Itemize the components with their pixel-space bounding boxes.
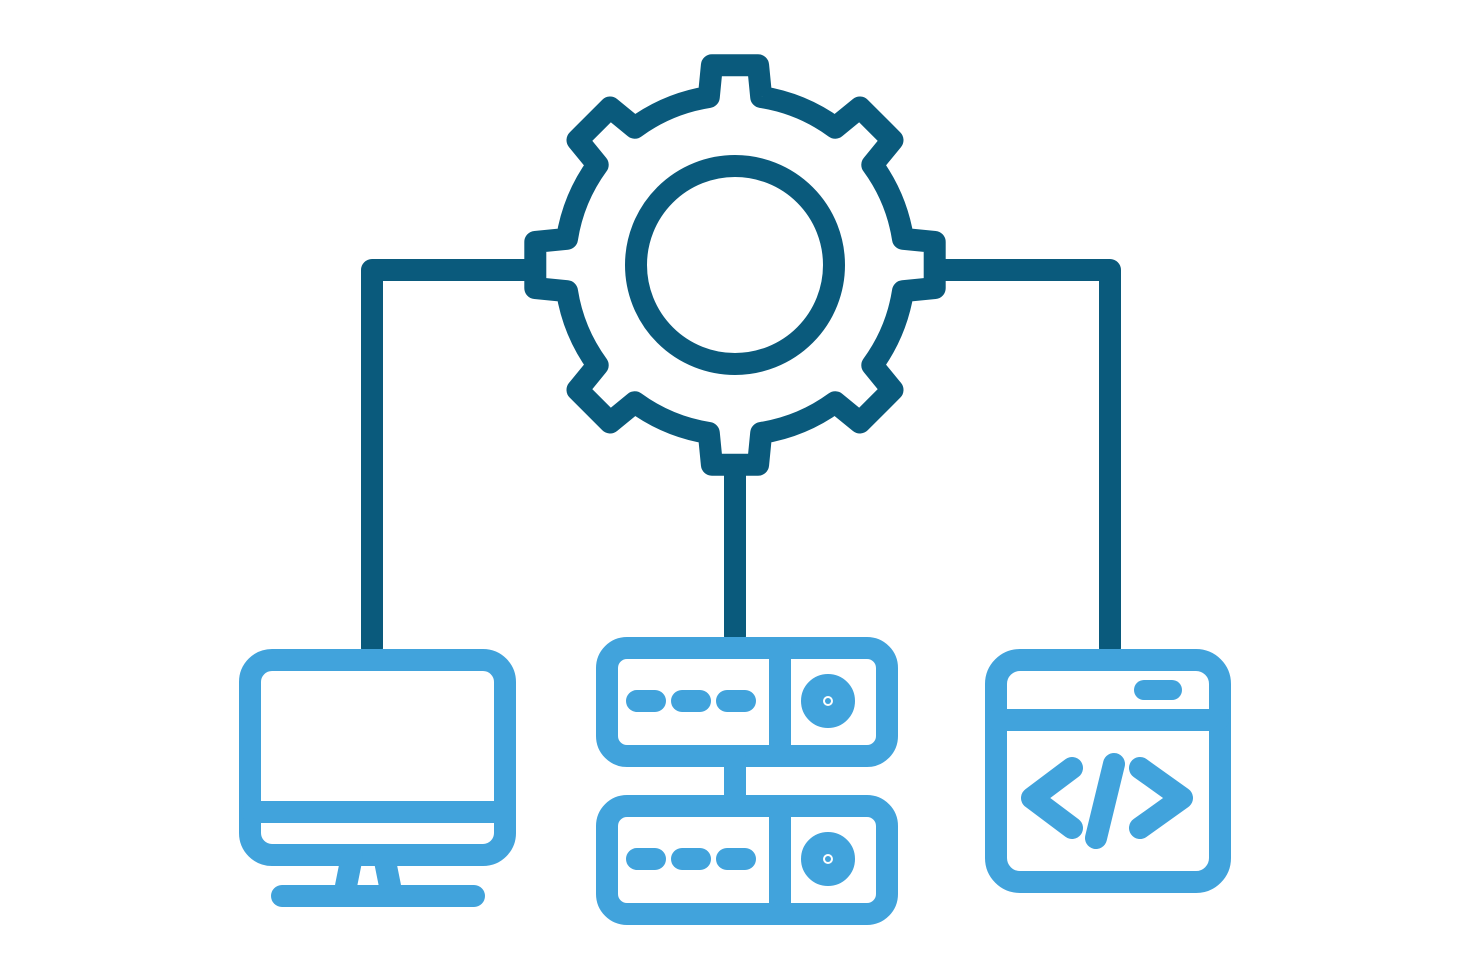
- gear-icon: [524, 54, 946, 476]
- connectors: [361, 259, 1121, 659]
- server-bottom-indicator-3: [716, 848, 756, 870]
- monitor-icon: [239, 649, 516, 907]
- gear-outline: [524, 54, 946, 476]
- code-window-button: [1134, 680, 1182, 700]
- gear-center-ring: [625, 155, 845, 375]
- server-bottom-indicator-1: [626, 848, 666, 870]
- code-slash: [1085, 753, 1125, 849]
- server-top-indicator-2: [671, 690, 711, 712]
- server-bottom-indicator-2: [671, 848, 711, 870]
- code-window-icon: [985, 649, 1231, 893]
- server-top-disk: [801, 674, 855, 728]
- server-unit-bottom: [596, 795, 898, 925]
- server-top-indicator-3: [716, 690, 756, 712]
- connector-left: [361, 259, 541, 659]
- server-top-indicator-1: [626, 690, 666, 712]
- server-top-disk-dot: [825, 698, 831, 704]
- connector-right: [929, 259, 1121, 659]
- code-open-bracket: [1021, 757, 1083, 839]
- server-indicators: [626, 690, 831, 870]
- code-close-bracket: [1129, 757, 1193, 839]
- server-stack-icon: [596, 637, 898, 925]
- server-bottom-disk: [801, 832, 855, 886]
- code-window-frame: [985, 649, 1231, 893]
- server-unit-top: [596, 637, 898, 767]
- server-bottom-disk-dot: [825, 856, 831, 862]
- monitor-frame: [239, 649, 516, 866]
- monitor-stand: [335, 845, 401, 897]
